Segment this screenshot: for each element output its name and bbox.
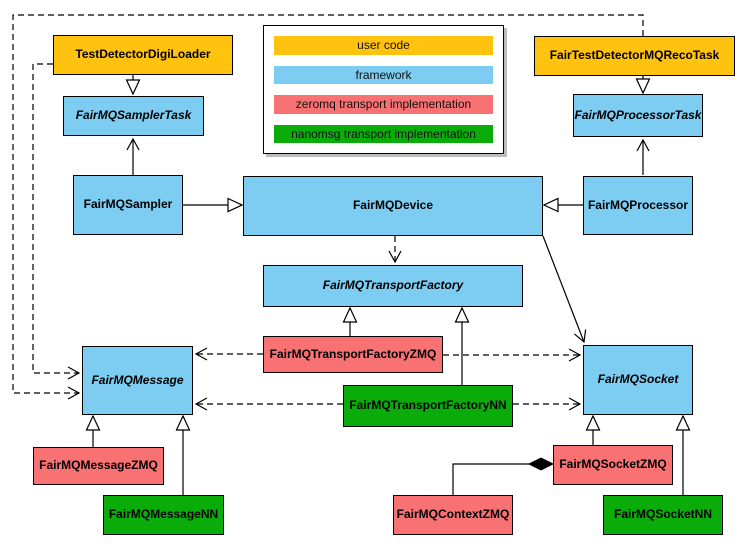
legend-zeromq: zeromq transport implementation — [274, 95, 493, 114]
class-box-fairmqsocketnn: FairMQSocketNN — [603, 495, 723, 535]
class-box-fairmqtransportfactorynn: FairMQTransportFactoryNN — [343, 385, 513, 427]
class-box-fairmqsocketzmq: FairMQSocketZMQ — [553, 445, 673, 485]
class-box-fairmqprocessor: FairMQProcessor — [583, 176, 693, 235]
class-box-fairmqsocket: FairMQSocket — [583, 345, 693, 415]
class-box-fairmqmessagezmq: FairMQMessageZMQ — [33, 447, 164, 485]
edge-contextzmq-socketzmq — [452, 463, 531, 495]
class-box-fairmqdevice: FairMQDevice — [243, 176, 543, 236]
composition-diamond — [527, 457, 555, 471]
edge-device-socket — [542, 235, 587, 344]
class-box-fairmqtransportfactory: FairMQTransportFactory — [263, 265, 523, 307]
class-box-fairmqtransportfactoryzmq: FairMQTransportFactoryZMQ — [263, 336, 443, 373]
class-box-fairmqprocessortask: FairMQProcessorTask — [573, 94, 703, 137]
legend-nanomsg: nanomsg transport implementation — [274, 124, 493, 143]
class-box-fairmqsampler: FairMQSampler — [73, 175, 183, 235]
legend-framework: framework — [274, 65, 493, 84]
class-box-fairmqmessagenn: FairMQMessageNN — [103, 495, 224, 535]
legend: user code framework zeromq transport imp… — [263, 25, 504, 154]
class-box-fairmqmessage: FairMQMessage — [82, 346, 193, 415]
legend-user-code: user code — [274, 36, 493, 55]
class-box-fairtestdetectormqrecotask: FairTestDetectorMQRecoTask — [534, 36, 735, 76]
class-box-fairmqcontextzmq: FairMQContextZMQ — [393, 495, 513, 535]
class-box-testdetectordigiloader: TestDetectorDigiLoader — [53, 35, 233, 75]
class-box-fairmqsamplertask: FairMQSamplerTask — [63, 96, 204, 136]
